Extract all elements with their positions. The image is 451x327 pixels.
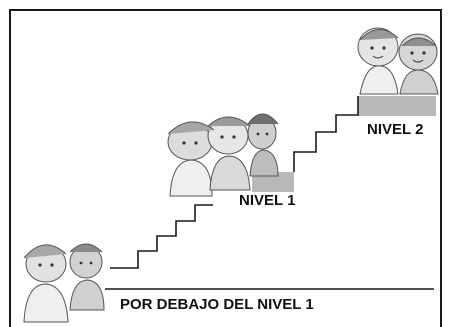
staircase-upper [293,96,359,172]
children-level1-icon [167,113,279,197]
children-level2-icon [357,27,439,95]
staircase-lower [110,204,213,269]
level-1-label: NIVEL 1 [239,192,296,209]
children-below-icon [23,243,105,323]
platform-level-1 [252,172,294,192]
below-level-1-label: POR DEBAJO DEL NIVEL 1 [120,296,314,313]
platform-level-2 [358,96,436,116]
level-2-label: NIVEL 2 [367,121,424,138]
diagram-border [9,9,442,327]
